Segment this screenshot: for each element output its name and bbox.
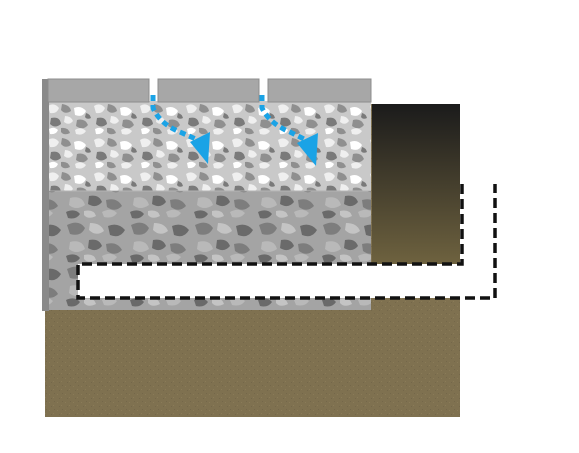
dark-excavation-panel bbox=[372, 104, 460, 264]
water-arrow-2 bbox=[297, 133, 318, 166]
edge-restraint-strip bbox=[42, 79, 49, 311]
paver-3 bbox=[267, 78, 372, 103]
paver-1 bbox=[47, 78, 150, 103]
water-flow-path-1 bbox=[150, 95, 200, 143]
paver-2 bbox=[157, 78, 260, 103]
drain-pipe bbox=[76, 184, 497, 300]
upper-gravel-layer bbox=[48, 101, 371, 191]
water-arrow-1 bbox=[190, 132, 210, 164]
water-flow-path-2 bbox=[259, 95, 308, 143]
